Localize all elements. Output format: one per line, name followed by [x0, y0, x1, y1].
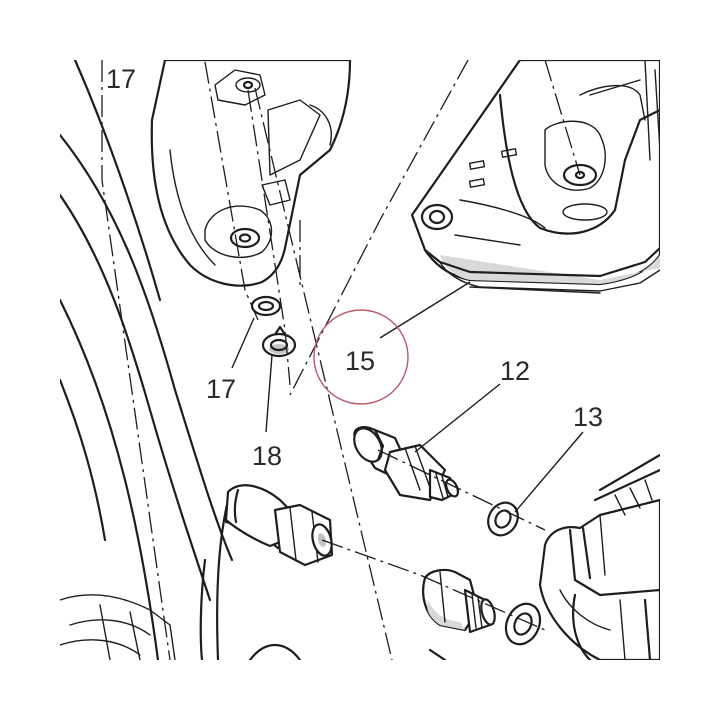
fitting-12 [353, 426, 460, 502]
callout-12: 12 [500, 356, 530, 386]
leader-lines [231, 281, 584, 513]
adapter-lower [422, 568, 496, 660]
bolt-18 [261, 325, 297, 358]
right-component [538, 453, 660, 660]
callout-17: 17 [206, 374, 236, 404]
callout-18: 18 [252, 441, 282, 471]
housing-part-15 [410, 60, 660, 294]
washer-lower [504, 602, 542, 646]
hose-end-nut [224, 484, 334, 567]
assembly-axis-lines [101, 60, 581, 660]
callout-15: 15 [345, 346, 375, 376]
washer-17 [250, 295, 282, 317]
callout-17-top: 17 [106, 64, 136, 94]
washer-13 [487, 501, 519, 537]
callout-13: 13 [573, 402, 603, 432]
highlight-circle [313, 309, 409, 405]
upper-left-mount [150, 60, 352, 287]
lower-left-bracket [60, 594, 302, 660]
